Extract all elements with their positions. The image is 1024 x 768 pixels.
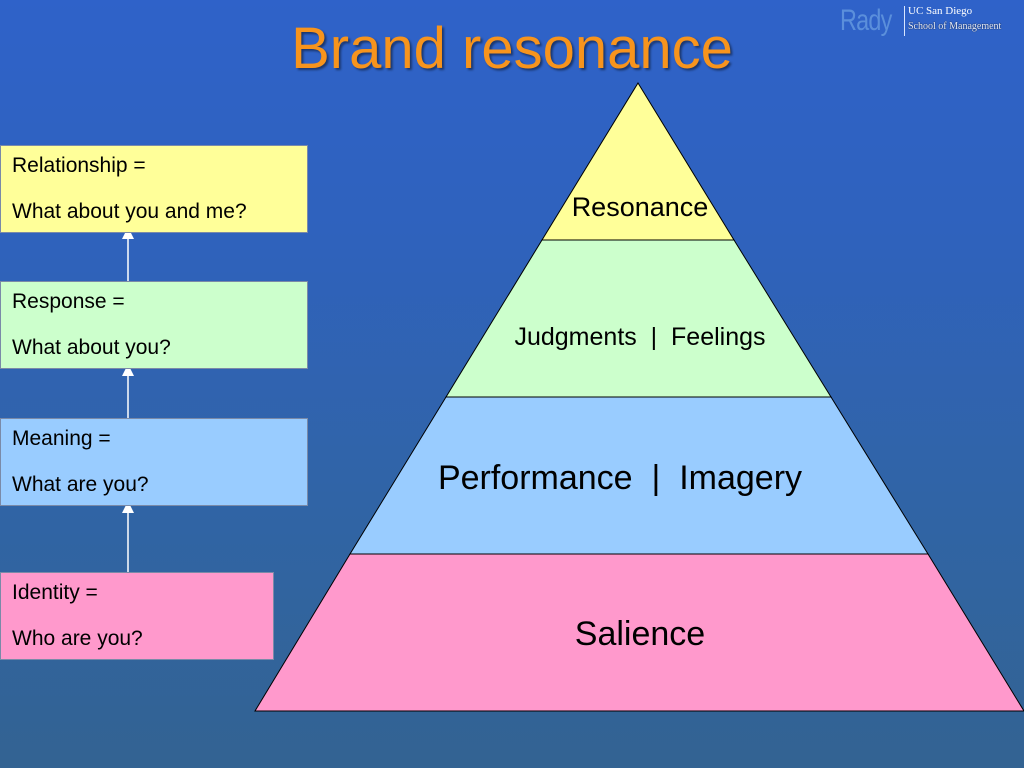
- logo-ucsd-text: UC San Diego: [908, 5, 973, 17]
- response-term: Response =: [12, 290, 125, 313]
- pyramid-tier-salience: [254, 553, 1024, 712]
- pyramid-label-judgments-feelings: Judgments | Feelings: [514, 323, 766, 351]
- meaning-box: Meaning = What are you?: [0, 418, 308, 506]
- pyramid-label-performance-imagery: Performance | Imagery: [437, 459, 803, 497]
- identity-question: Who are you?: [12, 627, 143, 650]
- pyramid-label-salience: Salience: [574, 615, 706, 653]
- rady-school-logo: Rady UC San Diego School of Management: [838, 2, 1024, 40]
- identity-box: Identity = Who are you?: [0, 572, 274, 660]
- identity-term: Identity =: [12, 581, 98, 604]
- slide-title: Brand resonance: [291, 16, 733, 81]
- pyramid-tier-judgments-feelings: [445, 239, 832, 398]
- meaning-term: Meaning =: [12, 427, 111, 450]
- relationship-box: Relationship = What about you and me?: [0, 145, 308, 233]
- logo-rady-wordmark: Rady: [840, 4, 892, 37]
- relationship-question: What about you and me?: [12, 200, 247, 223]
- response-question: What about you?: [12, 336, 171, 359]
- pyramid-label-resonance: Resonance: [571, 192, 709, 222]
- relationship-term: Relationship =: [12, 154, 146, 177]
- response-box: Response = What about you?: [0, 281, 308, 369]
- meaning-question: What are you?: [12, 473, 149, 496]
- logo-divider: [904, 6, 905, 36]
- logo-school-text: School of Management: [908, 21, 1002, 32]
